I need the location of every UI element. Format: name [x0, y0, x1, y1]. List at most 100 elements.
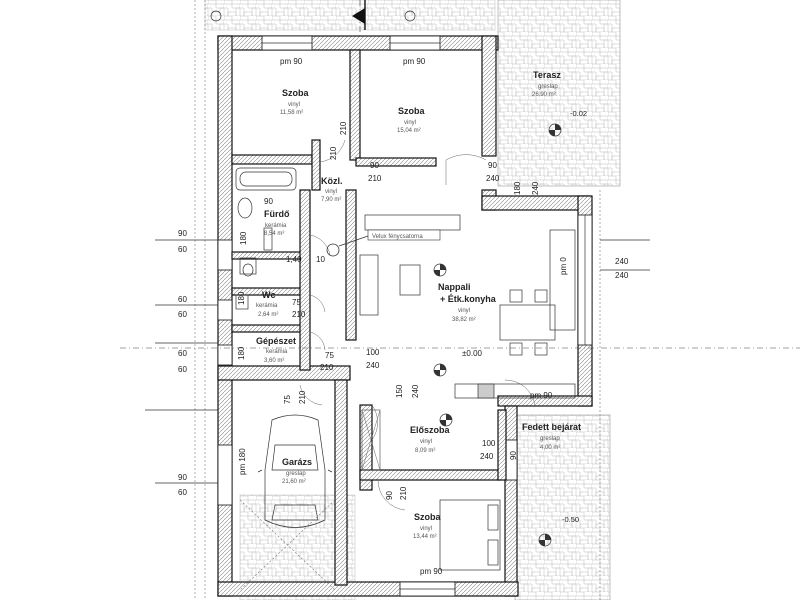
room-szoba2-name: Szoba: [398, 106, 425, 116]
dimension-labels: 90 60 60 60 60 60 90 60 240 240 90 210 9…: [178, 121, 629, 500]
dim-140: 1,40: [286, 255, 302, 264]
room-kozl-name: Közl.: [321, 176, 343, 186]
site-boundary: [194, 0, 601, 600]
room-kozl-material: vinyl: [325, 189, 337, 195]
room-wc-area: 2,64 m²: [258, 312, 278, 318]
dim-left-90b: 90: [178, 473, 187, 482]
section-arrow-icon: [352, 8, 365, 24]
dim-210-kozl: 210: [368, 174, 382, 183]
room-terasz-name: Terasz: [533, 70, 561, 80]
room-szoba1-name: Szoba: [282, 88, 309, 98]
room-garazs-name: Garázs: [282, 457, 312, 467]
level-terasz: -0.02: [570, 109, 587, 118]
room-szoba3-name: Szoba: [414, 512, 441, 522]
room-fedett-name: Fedett bejárat: [522, 422, 581, 432]
dim-210-kozl-v: 210: [329, 146, 338, 160]
room-nappali-area: 38,82 m²: [452, 317, 476, 323]
room-szoba2-area: 15,04 m²: [397, 128, 421, 134]
label-pm90-d: pm 90: [420, 567, 443, 576]
dim-240-elo: 240: [480, 452, 494, 461]
room-nappali-material: vinyl: [458, 308, 470, 314]
dim-left-60c: 60: [178, 310, 187, 319]
room-furdo-material: kerámia: [265, 223, 287, 229]
room-gepeszet-name: Gépészet: [256, 336, 296, 346]
room-gepeszet-area: 3,60 m²: [264, 358, 284, 364]
dim-210-szoba1: 210: [339, 121, 348, 135]
bathroom-fixtures: [235, 167, 297, 310]
dim-240-kitchen: 240: [486, 174, 500, 183]
room-nappali-name: Nappali: [438, 282, 471, 292]
room-garazs-area: 21,60 m²: [282, 479, 306, 485]
room-eloszoba-material: vinyl: [420, 439, 432, 445]
room-terasz-area: 26,90 m²: [532, 92, 556, 98]
room-szoba3-area: 13,44 m²: [413, 534, 437, 540]
north-paving: [204, 0, 496, 31]
dim-180-gar: pm 180: [238, 448, 247, 475]
room-wc-material: kerámia: [256, 303, 278, 309]
dim-180-gep-v: 180: [237, 346, 246, 360]
room-wc-name: Wc: [262, 290, 276, 300]
room-nappali-name2: + Étk.konyha: [440, 294, 497, 304]
dim-90-szoba3-v: 90: [385, 491, 394, 500]
level-markers: [210, 10, 562, 547]
dim-pm0: pm 0: [559, 257, 568, 275]
room-szoba1-area: 11,58 m²: [280, 110, 303, 116]
dim-right-240a: 240: [615, 257, 629, 266]
dim-75-gep: 75: [325, 351, 334, 360]
room-kozl-area: 7,90 m²: [321, 197, 341, 203]
room-szoba3-material: vinyl: [420, 526, 432, 532]
dim-210-gep: 210: [320, 363, 334, 372]
dim-90-furdo: 90: [264, 197, 273, 206]
room-fedett-area: 4,00 m²: [540, 445, 560, 451]
dim-180-wc-v: 180: [237, 291, 246, 305]
dim-75-gar-v: 75: [283, 395, 292, 404]
room-szoba1-material: vinyl: [288, 102, 300, 108]
room-labels: pm 90 pm 90 Szoba vinyl 11,58 m² Szoba v…: [256, 57, 587, 576]
room-szoba2-material: vinyl: [404, 120, 416, 126]
left-dimension-lines: [145, 239, 650, 484]
windows: [217, 35, 593, 597]
dim-90-kozl: 90: [370, 161, 379, 170]
label-pm90-c: pm 90: [530, 391, 553, 400]
room-furdo-area: 8,54 m²: [264, 231, 284, 237]
dim-210-wc: 210: [292, 310, 306, 319]
dim-240-hall: 240: [366, 361, 380, 370]
room-gepeszet-material: kerámia: [266, 349, 288, 355]
entrance-paving: [514, 414, 611, 600]
room-eloszoba-name: Előszoba: [410, 425, 451, 435]
terrace-paving: [497, 0, 621, 187]
dim-90-kitchen: 90: [488, 161, 497, 170]
room-fedett-material: greslap: [540, 436, 560, 442]
wardrobe: [361, 409, 381, 471]
dim-10: 10: [316, 255, 325, 264]
dim-75-wc: 75: [292, 298, 301, 307]
dim-left-60f: 60: [178, 488, 187, 497]
dim-210-gar-v: 210: [298, 390, 307, 404]
bedroom-furniture: [439, 499, 501, 571]
level-fedett: -0.50: [562, 515, 579, 524]
velux-skylight-icon: [326, 243, 340, 257]
doors: [299, 139, 536, 511]
dim-150-hall-v: 150: [395, 384, 404, 398]
dim-right-240b: 240: [615, 271, 629, 280]
inner-walls: [231, 49, 507, 586]
dim-210-szoba3-v: 210: [399, 486, 408, 500]
label-pm90-a: pm 90: [280, 57, 303, 66]
room-furdo-name: Fürdő: [264, 209, 290, 219]
label-pm90-b: pm 90: [403, 57, 426, 66]
room-garazs-material: greslap: [286, 471, 306, 477]
velux-label: Velux fénycsatorna: [372, 234, 423, 240]
living-furniture: [359, 214, 576, 399]
dim-left-60e: 60: [178, 365, 187, 374]
dim-180-kozl-v: 180: [513, 181, 522, 195]
car-icon: [257, 414, 333, 528]
dim-100-elo: 100: [482, 439, 496, 448]
dim-left-60a: 60: [178, 245, 187, 254]
velux-label-box: [367, 229, 441, 241]
dim-180-furdo-v: 180: [239, 231, 248, 245]
dim-left-60b: 60: [178, 295, 187, 304]
dim-240-kozl-v: 240: [531, 181, 540, 195]
room-terasz-material: greslap: [538, 84, 558, 90]
garage-door-swing: [239, 499, 336, 591]
